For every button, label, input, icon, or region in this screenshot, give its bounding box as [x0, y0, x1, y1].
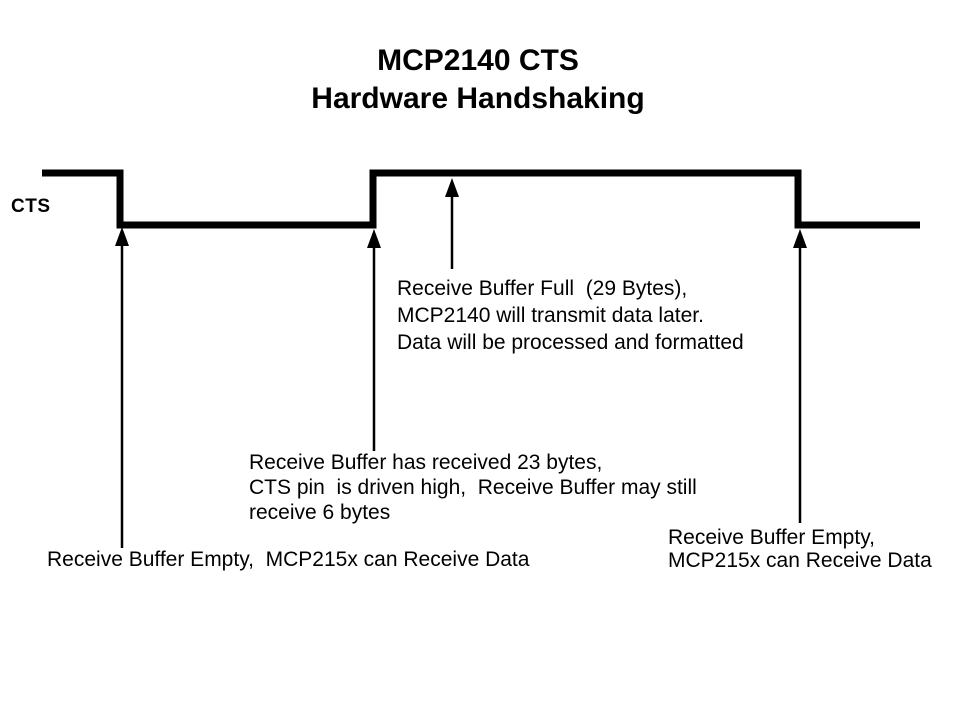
cts-waveform-line: [42, 169, 920, 229]
arrow-buffer-empty-right-head: [793, 229, 807, 248]
arrow-buffer-empty-left-head: [115, 227, 129, 246]
arrow-buffer-full-head: [445, 178, 459, 197]
arrow-buffer-full: [445, 178, 459, 269]
page-title: MCP2140 CTS Hardware Handshaking: [0, 42, 956, 118]
page-title-line1: MCP2140 CTS: [377, 44, 579, 77]
annotation-buffer-empty-right: Receive Buffer Empty, MCP215x can Receiv…: [668, 526, 932, 572]
arrow-buffer-empty-right: [793, 229, 807, 523]
page-title-line2: Hardware Handshaking: [311, 82, 645, 115]
cts-signal-label: CTS: [11, 196, 51, 217]
annotation-received-23-bytes: Receive Buffer has received 23 bytes, CT…: [249, 451, 697, 524]
annotation-buffer-full: Receive Buffer Full (29 Bytes), MCP2140 …: [397, 277, 744, 354]
arrow-received-23: [367, 229, 381, 451]
arrow-buffer-empty-left: [115, 227, 129, 548]
annotation-buffer-empty-left: Receive Buffer Empty, MCP215x can Receiv…: [47, 548, 530, 571]
arrow-received-23-head: [367, 229, 381, 248]
